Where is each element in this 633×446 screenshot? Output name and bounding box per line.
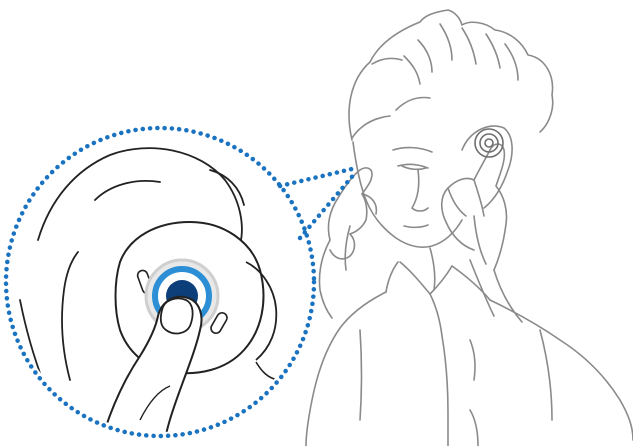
person-icon <box>306 10 633 446</box>
ear-outline <box>462 126 512 208</box>
left-hand-outline <box>328 168 372 240</box>
hair-outline <box>349 10 553 140</box>
face-outline <box>353 142 462 247</box>
right-hand-outline <box>442 144 507 270</box>
callout-connector-top <box>280 168 356 186</box>
collar-outline <box>400 262 452 294</box>
